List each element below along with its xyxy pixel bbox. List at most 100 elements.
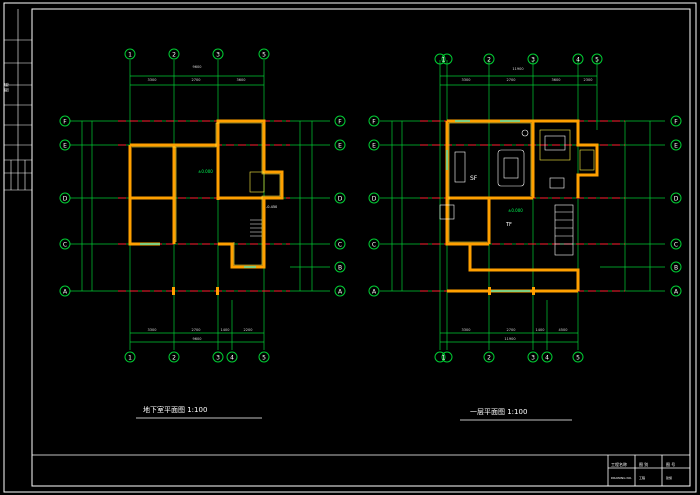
axis-bubble — [527, 351, 539, 363]
ground-walls — [445, 119, 599, 293]
dim-text: 3300 — [462, 78, 471, 82]
axis-number: 3 — [216, 355, 220, 362]
axis-letter: F — [674, 119, 678, 126]
axis-bubble — [368, 238, 380, 250]
binding-strip-title: 图 纸 — [3, 83, 9, 92]
basement-walls — [128, 119, 284, 269]
axis-number: 2 — [487, 355, 491, 362]
axis-bubble — [441, 351, 453, 363]
axis-bubble — [368, 192, 380, 204]
axis-letter: A — [63, 289, 68, 296]
axis-bubble — [59, 192, 71, 204]
ground-room-label-tf: TF — [505, 222, 512, 228]
dim-text: 2700 — [507, 78, 516, 82]
axis-bubble — [334, 285, 346, 297]
axis-letter: E — [372, 143, 376, 150]
axis-letter: A — [338, 289, 343, 296]
axis-number: 5 — [576, 355, 580, 362]
axis-bubble — [59, 285, 71, 297]
sheet-frame-inner — [31, 8, 691, 487]
axis-number: 2 — [172, 355, 176, 362]
axis-bubble — [334, 238, 346, 250]
axis-bubble — [670, 285, 682, 297]
dim-text: 3600 — [237, 78, 246, 82]
basement-plan-title: 地下室平面图 1:100 — [143, 405, 207, 414]
axis-bubble — [124, 351, 136, 363]
axis-number: 4 — [576, 57, 580, 64]
dim-text: 2700 — [192, 328, 201, 332]
axis-bubble — [591, 53, 603, 65]
title-block-sub-2: 工程 — [639, 475, 645, 480]
axis-number: 2 — [487, 57, 491, 64]
dim-total-bottom: 9600 — [193, 337, 202, 341]
axis-bubble — [59, 238, 71, 250]
axis-bubble — [670, 238, 682, 250]
axis-letter: D — [674, 196, 679, 203]
axis-bubble — [212, 351, 224, 363]
dim-text: 4500 — [559, 328, 568, 332]
first-floor-plan-title: 一层平面图 1:100 — [470, 408, 527, 416]
axis-bubble — [334, 139, 346, 151]
dim-text: 1400 — [536, 328, 545, 332]
dim-total-top: 9600 — [193, 65, 202, 69]
ground-columns — [488, 287, 535, 295]
axis-letter: C — [63, 242, 67, 249]
axis-letter: E — [338, 143, 342, 150]
ground-room-label-sf: SF — [470, 175, 478, 182]
title-block-cell-1: 工程名称 — [611, 461, 627, 467]
basement-stair — [250, 219, 262, 237]
axis-letter: E — [63, 143, 67, 150]
axis-bubble — [168, 48, 180, 60]
axis-bubble — [441, 53, 453, 65]
ground-axis-bubbles-right: F E D C B A — [670, 115, 682, 297]
axis-letter: D — [372, 196, 377, 203]
axis-bubble — [670, 115, 682, 127]
axis-number: 1 — [128, 355, 132, 362]
axis-bubble — [368, 115, 380, 127]
axis-bubble — [212, 48, 224, 60]
axis-bubble — [572, 351, 584, 363]
axis-bubble — [483, 351, 495, 363]
axis-bubble — [334, 192, 346, 204]
axis-number: 4 — [230, 355, 234, 362]
dim-total-top: 11900 — [512, 67, 523, 71]
axis-bubble — [368, 285, 380, 297]
basement-columns — [172, 287, 219, 295]
ground-room-label-level: ±0.000 — [508, 208, 523, 213]
ground-axis-bubbles-top: 1 2 3 4 5 6 — [434, 53, 603, 65]
axis-letter: A — [674, 289, 679, 296]
axis-bubble — [434, 351, 446, 363]
axis-number: 2 — [172, 52, 176, 59]
basement-axis-bubbles-left: F E D C A — [59, 115, 71, 297]
axis-letter: D — [63, 196, 68, 203]
axis-number: 4 — [545, 355, 549, 362]
dim-text: 3600 — [552, 78, 561, 82]
axis-bubble — [59, 115, 71, 127]
axis-bubble — [258, 48, 270, 60]
dim-text: 2700 — [507, 328, 516, 332]
axis-bubble — [124, 48, 136, 60]
axis-bubble — [334, 115, 346, 127]
axis-letter: C — [674, 242, 678, 249]
axis-bubble — [368, 139, 380, 151]
axis-letter: F — [63, 119, 67, 126]
sheet-frame-outer — [3, 2, 697, 493]
basement-axis-bubbles-bottom: 1 2 3 4 5 — [124, 351, 270, 363]
ground-axis-grid — [380, 60, 665, 350]
basement-axis-grid — [70, 60, 330, 350]
title-block-cell-3: 图 号 — [666, 461, 675, 467]
dim-text: 3300 — [148, 78, 157, 82]
axis-number: 5 — [262, 52, 266, 59]
axis-letter: B — [674, 265, 678, 272]
axis-number: 1 — [442, 355, 446, 362]
axis-bubble — [434, 53, 446, 65]
axis-bubble — [541, 351, 553, 363]
basement-axis-bubbles-right: F E D C B A — [334, 115, 346, 297]
basement-room-label-1: ±0.000 — [198, 169, 213, 174]
axis-bubble — [334, 261, 346, 273]
axis-bubble — [226, 351, 238, 363]
axis-letter: C — [338, 242, 342, 249]
axis-bubble — [572, 53, 584, 65]
axis-bubble — [670, 192, 682, 204]
axis-letter: C — [372, 242, 376, 249]
